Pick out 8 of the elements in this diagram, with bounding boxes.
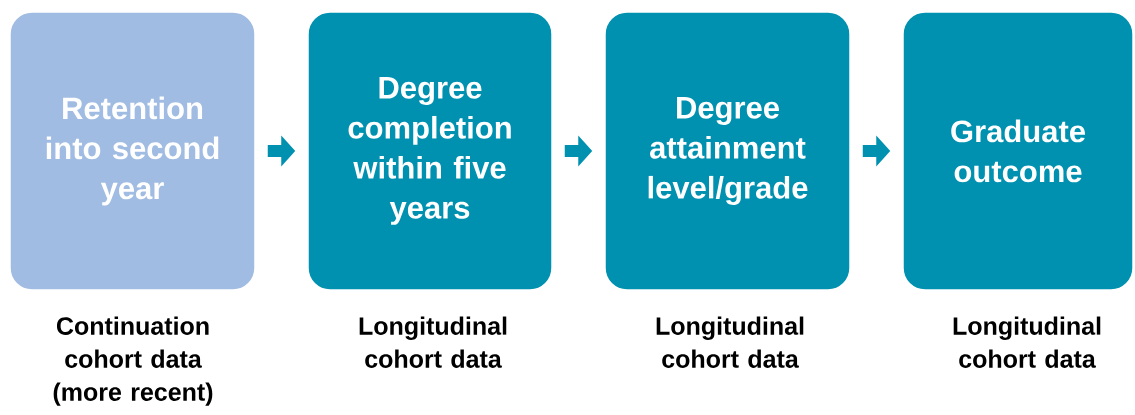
node-label: Longitudinal cohort data — [953, 316, 1101, 368]
node-label: Longitudinal cohort data — [656, 316, 804, 368]
process-box: Degree attainment level/grade — [604, 11, 851, 291]
process-box: Degree completion within five years — [307, 11, 553, 291]
node-label: Longitudinal cohort data — [359, 316, 507, 368]
process-box: Graduate outcome — [902, 11, 1134, 291]
node-label: Continuation cohort data (more recent) — [53, 316, 213, 406]
process-box: Retention into second year — [9, 11, 256, 291]
